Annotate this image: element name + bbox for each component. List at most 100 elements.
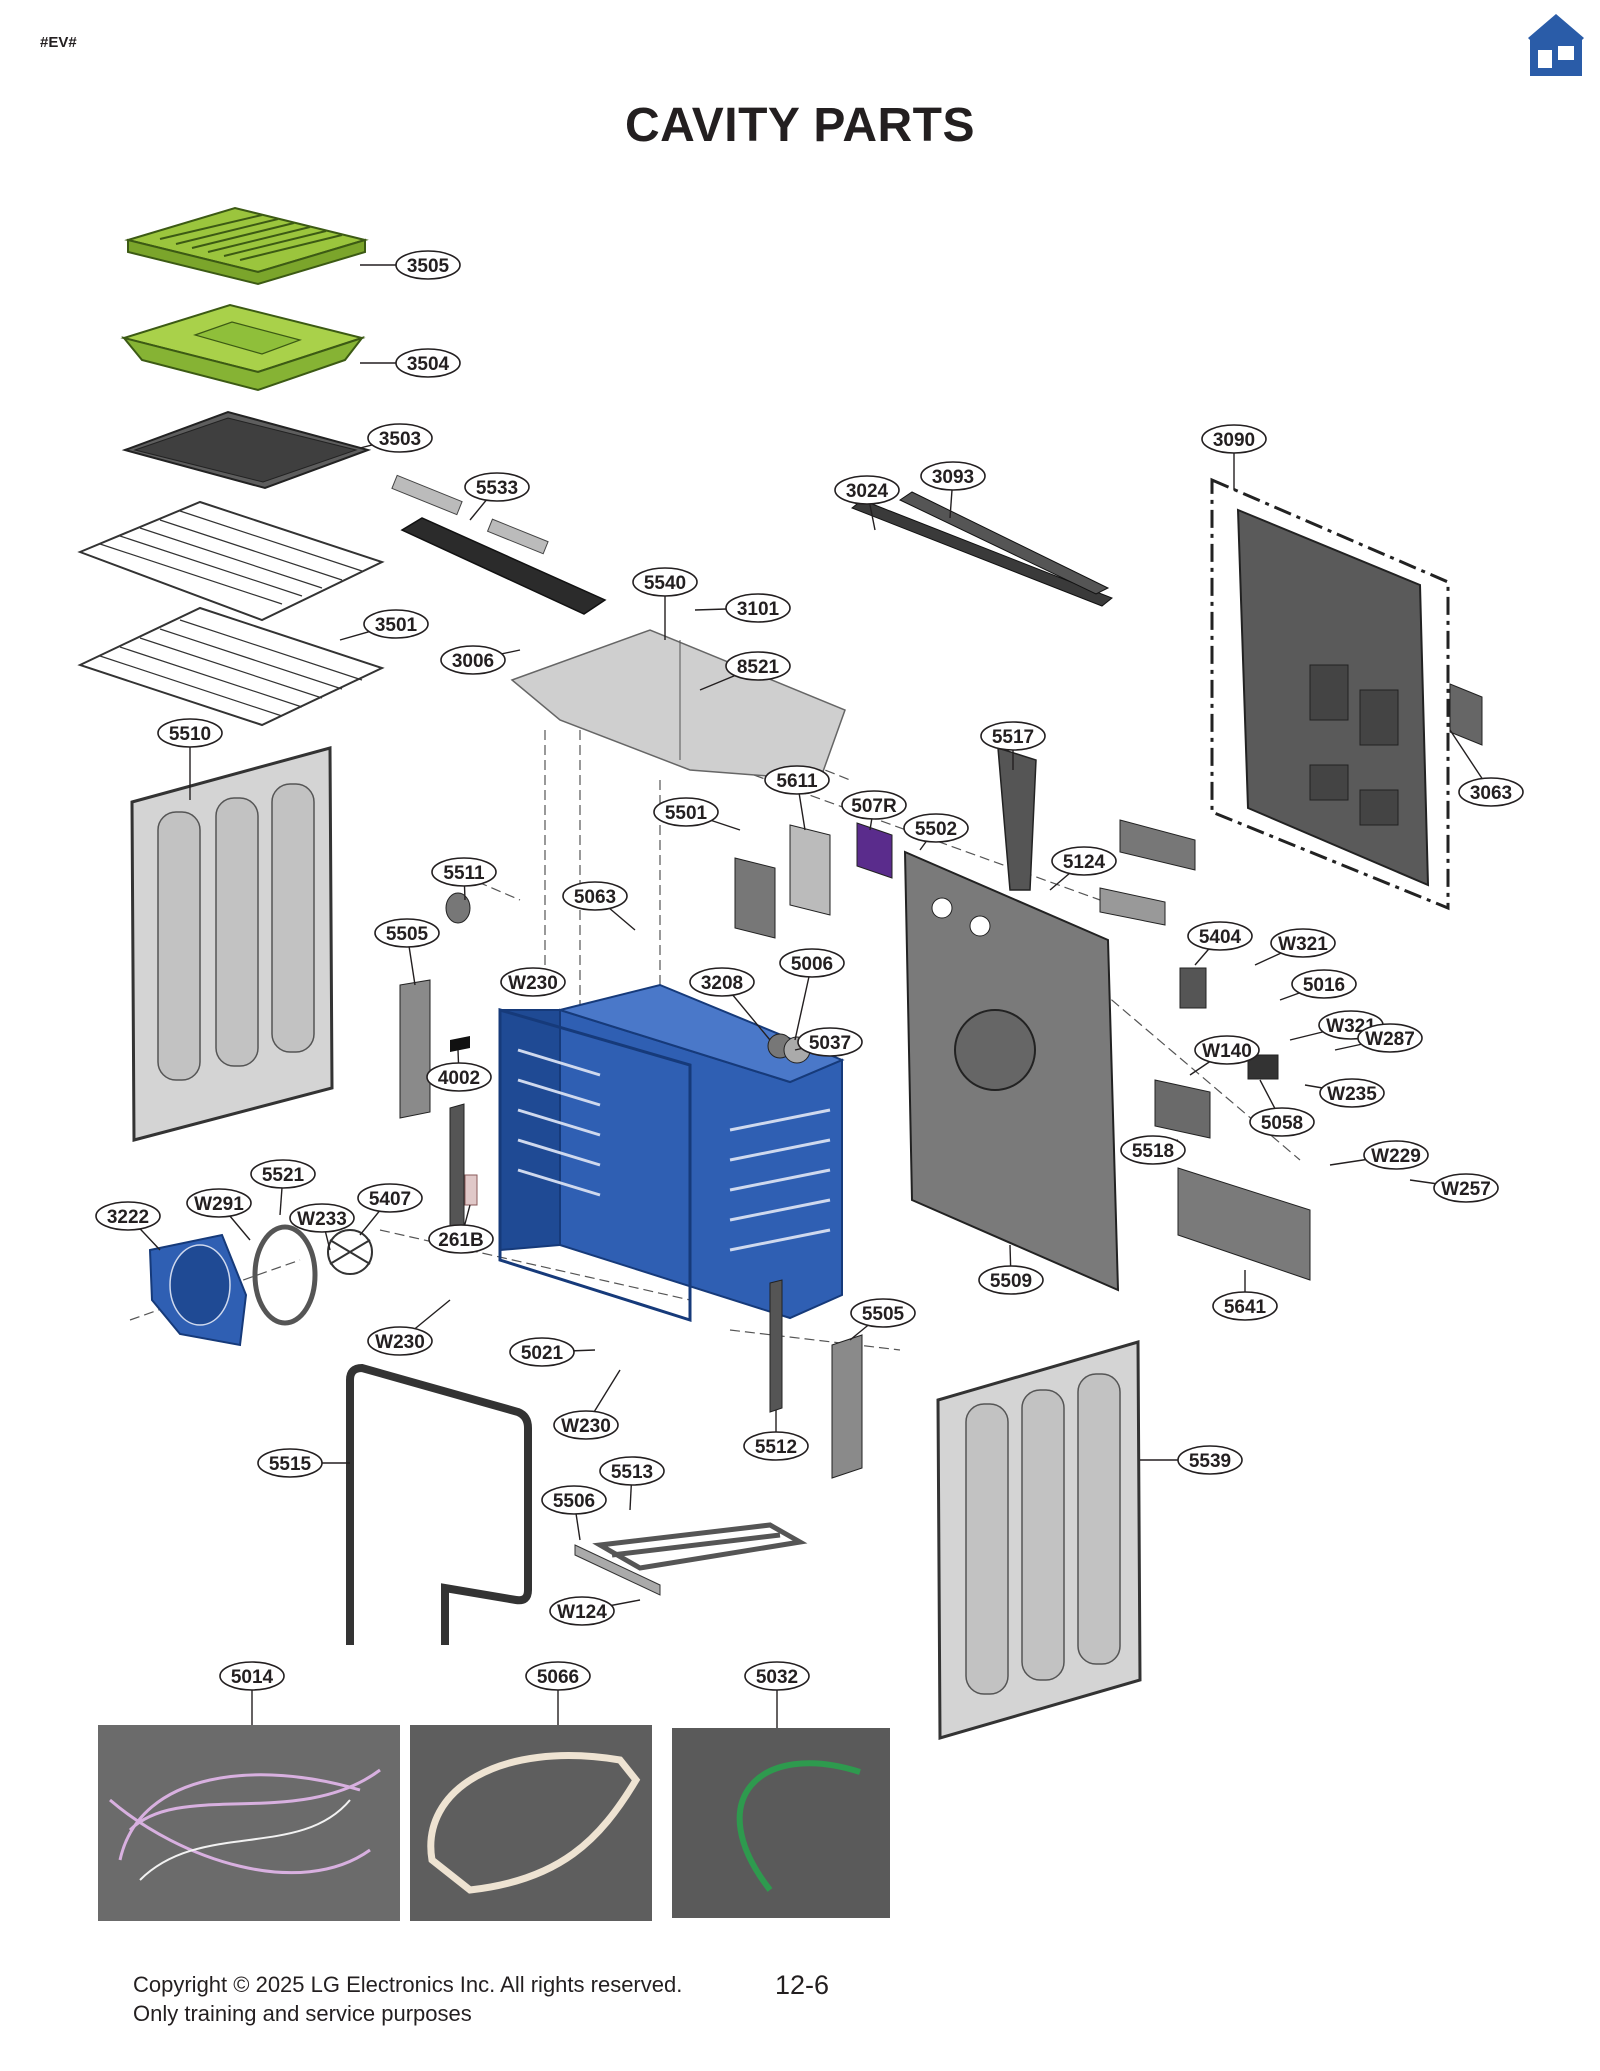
part-callout-3222[interactable]: 3222 — [95, 1201, 161, 1251]
part-callout-3090[interactable]: 3090 — [1201, 424, 1267, 490]
page-number: 12-6 — [775, 1970, 830, 2000]
part-number-label: 5641 — [1224, 1297, 1267, 1318]
part-callout-5404[interactable]: 5404 — [1187, 921, 1253, 966]
part-callout-5037[interactable]: 5037 — [794, 1027, 863, 1057]
part-callout-5014[interactable]: 5014 — [219, 1661, 285, 1725]
part-number-label: 3503 — [379, 429, 421, 450]
part-callout-5058[interactable]: 5058 — [1249, 1079, 1315, 1137]
part-callout-5521[interactable]: 5521 — [250, 1159, 316, 1216]
part-callout-5511[interactable]: 5511 — [431, 857, 497, 901]
part-callout-w140[interactable]: W140 — [1189, 1035, 1260, 1076]
callout-bubble — [689, 967, 755, 997]
part-callout-5513[interactable]: 5513 — [599, 1456, 665, 1511]
part-callout-5533[interactable]: 5533 — [464, 472, 530, 521]
callout-bubble — [363, 609, 429, 639]
part-callout-w291[interactable]: W291 — [186, 1188, 252, 1241]
part-callout-507r[interactable]: 507R — [841, 790, 907, 831]
part-callout-w287[interactable]: W287 — [1334, 1023, 1423, 1053]
part-callout-w257[interactable]: W257 — [1409, 1173, 1499, 1203]
part-callout-3063[interactable]: 3063 — [1449, 729, 1524, 807]
part-callout-5063[interactable]: 5063 — [562, 881, 636, 931]
part-callout-5124[interactable]: 5124 — [1049, 846, 1117, 891]
part-callout-w230[interactable]: W230 — [500, 967, 566, 997]
part-callout-5407[interactable]: 5407 — [357, 1183, 423, 1236]
part-callout-3503[interactable]: 3503 — [359, 423, 433, 453]
callout-bubble — [1177, 1445, 1243, 1475]
part-number-label: 5502 — [915, 819, 957, 840]
part-callout-5505[interactable]: 5505 — [849, 1298, 916, 1341]
part-number-label: 5016 — [1303, 975, 1345, 996]
oven-cavity-part — [498, 983, 845, 1323]
part-number-label: 5014 — [231, 1667, 274, 1688]
part-callout-5517[interactable]: 5517 — [980, 721, 1046, 770]
callout-bubble — [395, 348, 461, 378]
part-callout-5066[interactable]: 5066 — [525, 1661, 591, 1725]
part-callout-5539[interactable]: 5539 — [1140, 1445, 1243, 1475]
part-callout-5505[interactable]: 5505 — [374, 918, 440, 986]
part-callout-5006[interactable]: 5006 — [779, 948, 845, 1041]
part-callout-w235[interactable]: W235 — [1304, 1078, 1385, 1108]
side-brackets-part — [399, 892, 863, 1479]
part-number-label: 3006 — [452, 651, 494, 672]
part-callout-3024[interactable]: 3024 — [834, 475, 900, 531]
part-callout-5515[interactable]: 5515 — [257, 1448, 350, 1478]
callout-bubble — [395, 250, 461, 280]
part-callout-w321[interactable]: W321 — [1254, 928, 1336, 966]
part-callout-5512[interactable]: 5512 — [743, 1410, 809, 1461]
part-number-label: 507R — [851, 796, 897, 817]
part-callout-5518[interactable]: 5518 — [1120, 1135, 1186, 1165]
callout-bubble — [500, 967, 566, 997]
callout-bubble — [1319, 1078, 1385, 1108]
callout-bubble — [186, 1188, 252, 1218]
part-callout-3006[interactable]: 3006 — [440, 645, 521, 675]
callout-bubble — [1051, 846, 1117, 876]
part-callout-5016[interactable]: 5016 — [1279, 969, 1357, 1001]
callout-bubble — [903, 813, 969, 843]
part-callout-w124[interactable]: W124 — [549, 1596, 641, 1626]
callout-bubble — [219, 1661, 285, 1691]
rear-cover-part — [1210, 477, 1483, 911]
part-callout-3093[interactable]: 3093 — [920, 461, 986, 519]
callout-bubble — [779, 948, 845, 978]
part-callout-5510[interactable]: 5510 — [157, 718, 223, 800]
part-number-label: W230 — [508, 973, 558, 994]
part-callout-w233[interactable]: W233 — [289, 1203, 355, 1251]
baking-tray-part — [121, 410, 372, 490]
callout-bubble — [743, 1431, 809, 1461]
part-callout-3101[interactable]: 3101 — [694, 593, 791, 623]
part-callout-261b[interactable]: 261B — [428, 1204, 494, 1254]
part-callout-w229[interactable]: W229 — [1329, 1140, 1429, 1170]
callout-bubble — [599, 1456, 665, 1486]
callout-bubble — [725, 593, 791, 623]
part-callout-5021[interactable]: 5021 — [509, 1337, 596, 1367]
part-callout-3505[interactable]: 3505 — [360, 250, 461, 280]
part-callout-w230[interactable]: W230 — [367, 1299, 451, 1356]
callout-bubble — [1363, 1140, 1429, 1170]
callout-bubble — [525, 1661, 591, 1691]
part-number-label: 5032 — [756, 1667, 798, 1688]
part-callout-w230[interactable]: W230 — [553, 1369, 621, 1440]
part-callout-3501[interactable]: 3501 — [339, 609, 429, 641]
part-callout-4002[interactable]: 4002 — [426, 1049, 492, 1092]
part-number-label: W257 — [1441, 1179, 1491, 1200]
part-number-label: 5404 — [1199, 927, 1242, 948]
part-callout-5509[interactable]: 5509 — [978, 1244, 1044, 1295]
part-callout-3504[interactable]: 3504 — [360, 348, 461, 378]
part-callout-5611[interactable]: 5611 — [764, 765, 830, 831]
copyright-text: Copyright © 2025 LG Electronics Inc. All… — [133, 1972, 683, 1997]
callout-bubble — [428, 1224, 494, 1254]
part-callout-5506[interactable]: 5506 — [541, 1485, 607, 1541]
part-callout-5540[interactable]: 5540 — [632, 567, 698, 640]
callout-bubble — [1194, 1035, 1260, 1065]
part-callout-5502[interactable]: 5502 — [903, 813, 969, 851]
part-number-label: 5407 — [369, 1189, 411, 1210]
part-callout-5641[interactable]: 5641 — [1212, 1270, 1278, 1321]
part-callout-8521[interactable]: 8521 — [699, 651, 791, 691]
part-callout-3208[interactable]: 3208 — [689, 967, 771, 1041]
callout-bubble — [797, 1027, 863, 1057]
home-icon[interactable] — [1528, 14, 1584, 78]
part-callout-5032[interactable]: 5032 — [744, 1661, 810, 1728]
part-callout-5501[interactable]: 5501 — [653, 797, 741, 831]
